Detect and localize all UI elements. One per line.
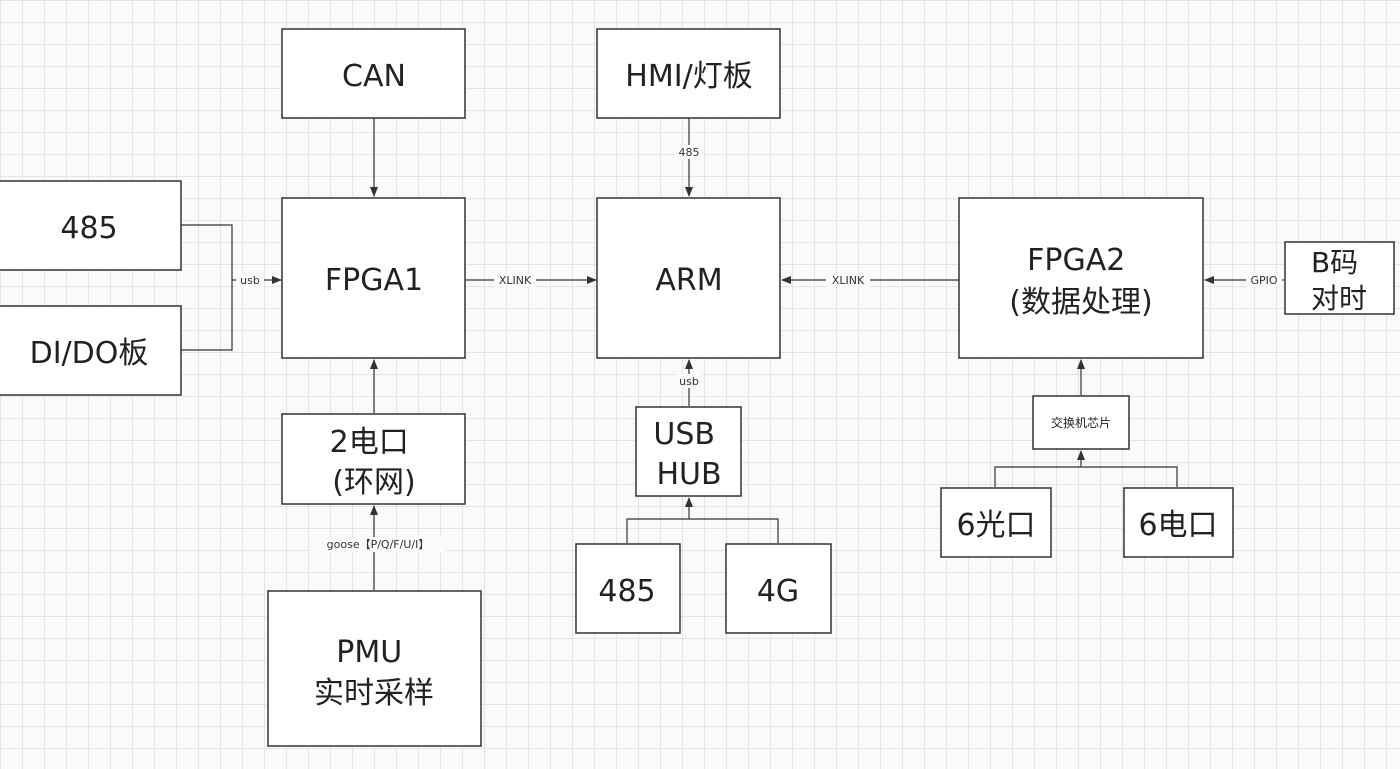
edge-label-usb-arm: usb bbox=[679, 375, 699, 388]
edge-label-usb-left: usb bbox=[240, 274, 260, 287]
svg-text:B码 对时: B码 对时 bbox=[1311, 246, 1367, 315]
edge-485-4g-hub bbox=[626, 497, 779, 543]
svg-text:FPGA1: FPGA1 bbox=[325, 263, 423, 298]
dido-board-box: DI/DO板 bbox=[0, 305, 182, 396]
svg-text:2电口 (环网): 2电口 (环网) bbox=[330, 425, 419, 500]
edge-label-goose: goose【P/Q/F/U/I】 bbox=[327, 538, 430, 551]
pmu-box: PMU 实时采样 bbox=[267, 590, 482, 747]
svg-text:交换机芯片: 交换机芯片 bbox=[1051, 415, 1111, 430]
svg-text:PMU 实时采样: PMU 实时采样 bbox=[314, 635, 434, 711]
edge-fpga2-arm: XLINK bbox=[781, 273, 959, 287]
switch-chip-box: 交换机芯片 bbox=[1032, 395, 1130, 450]
can-box: CAN bbox=[281, 28, 466, 119]
eth-6-box: 6电口 bbox=[1123, 487, 1234, 558]
edge-ports-switch bbox=[994, 450, 1178, 487]
edge-label-485: 485 bbox=[679, 146, 700, 159]
edge-pmu-eth2: goose【P/Q/F/U/I】 bbox=[310, 505, 446, 590]
edge-label-xlink-right: XLINK bbox=[832, 274, 865, 287]
svg-text:ARM: ARM bbox=[655, 263, 722, 298]
svg-text:CAN: CAN bbox=[342, 59, 406, 94]
edge-label-xlink-left: XLINK bbox=[499, 274, 532, 287]
hmi-box: HMI/灯板 bbox=[596, 28, 781, 119]
fpga1-box: FPGA1 bbox=[281, 197, 466, 359]
svg-text:6光口: 6光口 bbox=[956, 508, 1035, 543]
usb-hub-box: USB HUB bbox=[635, 406, 742, 497]
svg-text:HMI/灯板: HMI/灯板 bbox=[625, 59, 752, 94]
edge-hmi-arm: 485 bbox=[674, 118, 704, 197]
svg-text:6电口: 6电口 bbox=[1138, 508, 1217, 543]
bcode-box: B码 对时 bbox=[1284, 241, 1395, 315]
rs485-left-box: 485 bbox=[0, 180, 182, 271]
fpga2-box: FPGA2 (数据处理) bbox=[958, 197, 1204, 359]
lte-4g-box: 4G bbox=[725, 543, 832, 634]
svg-text:DI/DO板: DI/DO板 bbox=[30, 336, 149, 371]
svg-text:485: 485 bbox=[598, 574, 655, 609]
edge-label-gpio: GPIO bbox=[1250, 274, 1277, 287]
svg-text:485: 485 bbox=[60, 211, 117, 246]
edge-left-boards-fpga1: usb bbox=[181, 224, 282, 351]
optical-6-box: 6光口 bbox=[940, 487, 1052, 558]
eth2-ring-box: 2电口 (环网) bbox=[281, 413, 466, 505]
arm-box: ARM bbox=[596, 197, 781, 359]
edge-bcode-fpga2: GPIO bbox=[1204, 273, 1284, 287]
rs485-bottom-box: 485 bbox=[575, 543, 681, 634]
edge-hub-arm: usb bbox=[676, 359, 702, 406]
svg-text:USB HUB: USB HUB bbox=[653, 417, 724, 492]
svg-text:FPGA2 (数据处理): FPGA2 (数据处理) bbox=[1009, 243, 1152, 320]
svg-text:4G: 4G bbox=[757, 574, 799, 609]
edge-fpga1-arm: XLINK bbox=[466, 273, 597, 287]
